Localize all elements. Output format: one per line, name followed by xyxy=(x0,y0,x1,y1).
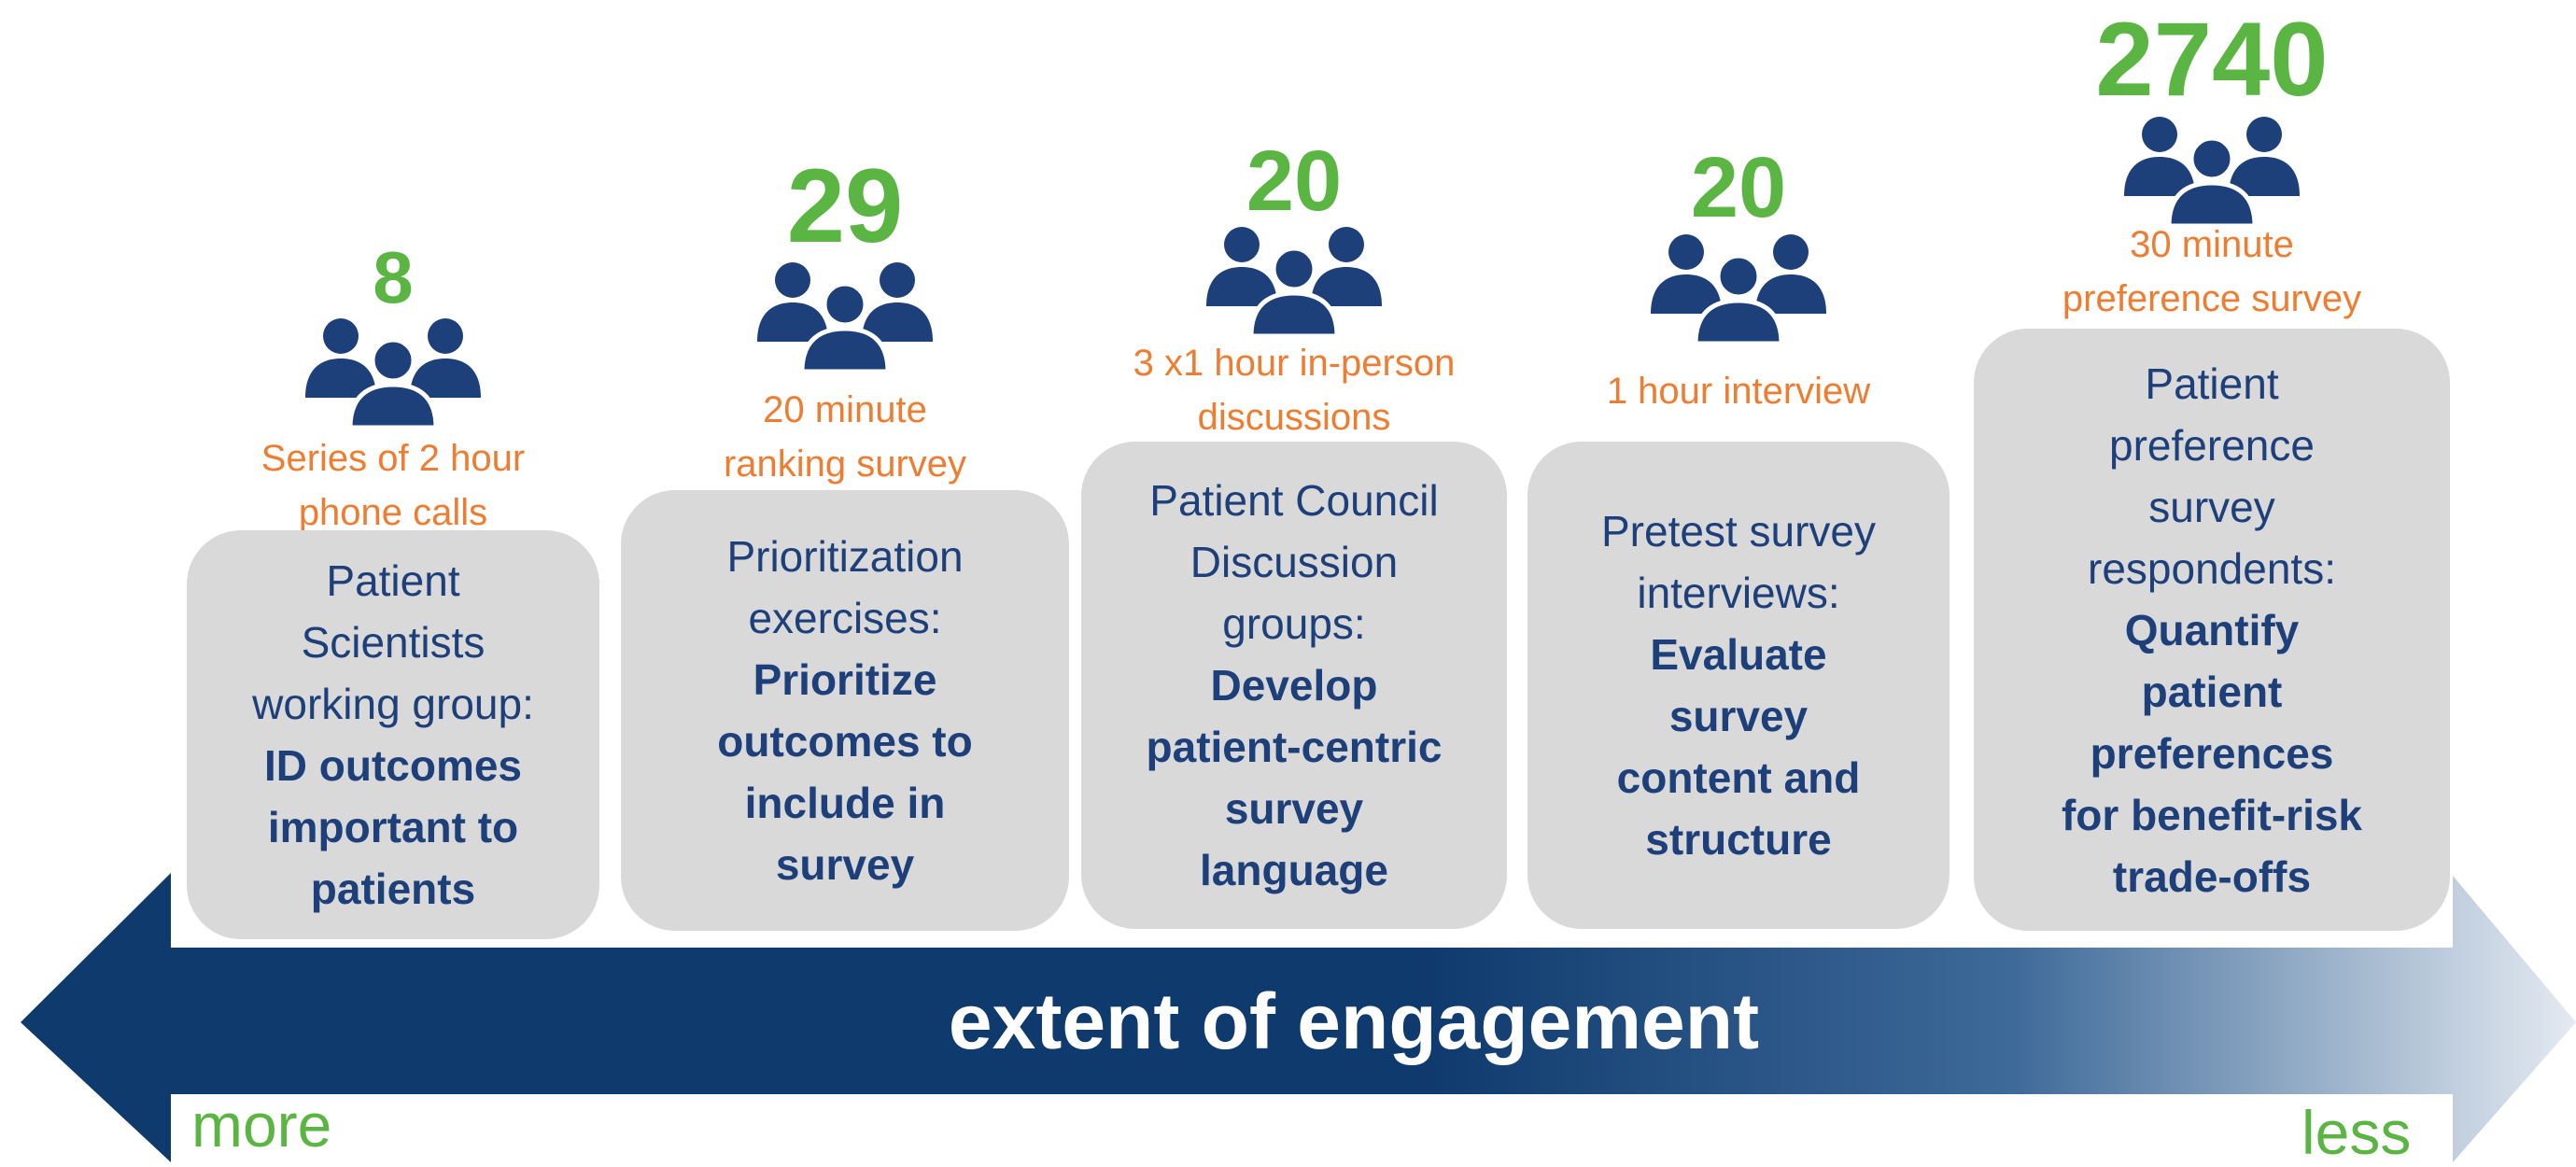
card-goal: Prioritize outcomes to include in survey xyxy=(717,655,973,889)
card-goal: Develop patient-centric survey language xyxy=(1146,661,1443,894)
stage-3: 20 3 x1 hour in-person discussions Patie… xyxy=(1081,0,1507,943)
card-goal: Quantify patient preferences for benefit… xyxy=(2061,605,2363,901)
card-goal: ID outcomes important to patients xyxy=(263,741,523,913)
participant-count: 29 xyxy=(786,148,904,264)
card-title: Patient Scientists working group: xyxy=(252,556,534,728)
stage-card: Prioritization exercises: Prioritize out… xyxy=(621,490,1069,931)
participant-count: 20 xyxy=(1690,140,1787,235)
stage-card: Patient preference survey respondents: Q… xyxy=(1974,329,2450,931)
people-group-icon xyxy=(1647,232,1830,344)
more-label: more xyxy=(191,1090,332,1160)
participant-count: 2740 xyxy=(2095,1,2329,118)
double-arrow-shape xyxy=(21,873,2576,1162)
card-title: Patient Council Discussion groups: xyxy=(1149,476,1439,648)
stage-2: 29 20 minute ranking survey Prioritizati… xyxy=(621,0,1069,943)
stage-5: 2740 30 minute preference survey Patient… xyxy=(1974,0,2450,943)
axis-label: extent of engagement xyxy=(948,977,1760,1065)
people-group-icon xyxy=(753,260,936,372)
card-goal: Evaluate survey content and structure xyxy=(1616,630,1861,864)
stage-1: 8 Series of 2 hour phone calls Patient S… xyxy=(187,0,599,943)
engagement-method: 1 hour interview xyxy=(1606,371,1871,412)
engagement-method: 30 minute preference survey xyxy=(2062,224,2362,319)
engagement-method: 20 minute ranking survey xyxy=(723,389,967,485)
less-label: less xyxy=(2302,1098,2412,1167)
participant-count: 8 xyxy=(373,236,414,318)
people-group-icon xyxy=(302,316,485,428)
people-group-icon xyxy=(2120,114,2303,226)
stage-card: Patient Council Discussion groups: Devel… xyxy=(1081,442,1507,929)
engagement-method: Series of 2 hour phone calls xyxy=(260,438,526,533)
card-title: Pretest survey interviews: xyxy=(1601,507,1876,617)
card-title: Patient preference survey respondents: xyxy=(2088,359,2336,593)
card-title: Prioritization exercises: xyxy=(726,532,964,642)
stage-card: Pretest survey interviews: Evaluate surv… xyxy=(1527,442,1950,929)
people-group-icon xyxy=(1203,224,1386,336)
stage-card: Patient Scientists working group: ID out… xyxy=(187,530,599,939)
engagement-method: 3 x1 hour in-person discussions xyxy=(1133,343,1456,438)
participant-count: 20 xyxy=(1246,134,1343,229)
stage-4: 20 1 hour interview Pretest survey inter… xyxy=(1527,0,1950,943)
